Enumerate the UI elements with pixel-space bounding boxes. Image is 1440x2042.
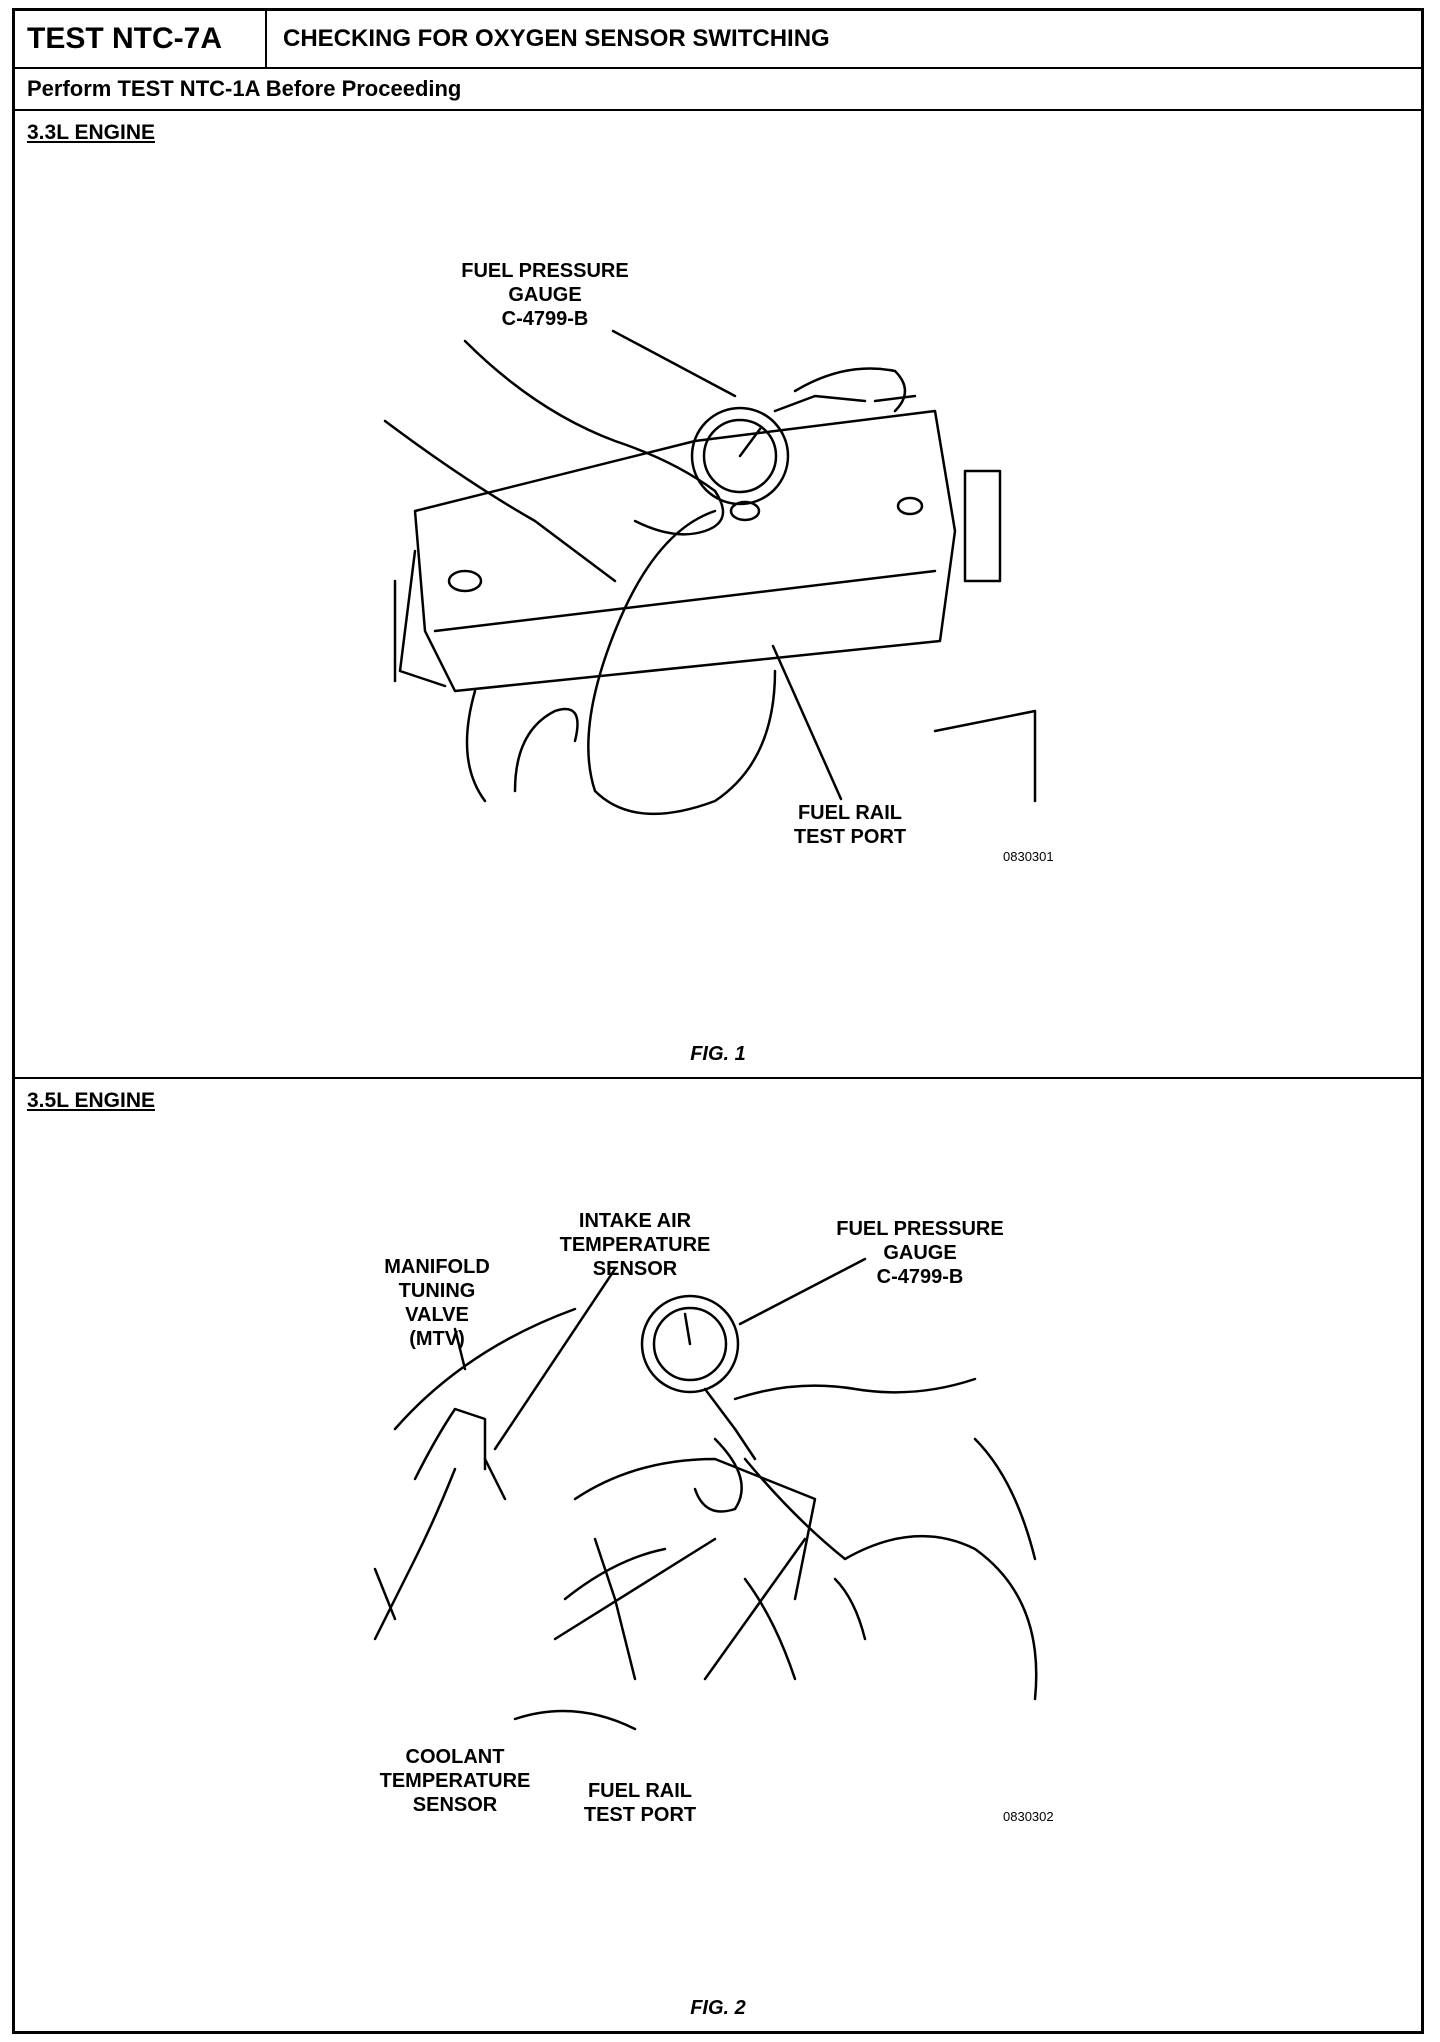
test-id: TEST NTC-7A — [15, 11, 267, 67]
engine-right-side — [973, 1437, 1037, 1561]
engine-3-5l-illustration — [373, 1257, 1038, 1731]
test-title: CHECKING FOR OXYGEN SENSOR SWITCHING — [283, 25, 830, 52]
engine-block-left — [465, 689, 487, 803]
test-port-leader-line — [771, 644, 843, 801]
figure-2-section: 3.5L ENGINE — [15, 1079, 1421, 2031]
gauge-leader-line-2 — [738, 1257, 867, 1326]
hand-right — [793, 367, 907, 413]
manifold-top-edge — [393, 1307, 577, 1431]
air-duct — [933, 709, 1037, 803]
throttle-body — [963, 469, 1002, 583]
gauge-face-2 — [652, 1306, 728, 1382]
figure-1-section: 3.3L ENGINE — [15, 111, 1421, 1079]
gauge-dial — [690, 406, 790, 506]
callout-intake-air-temperature-sensor: INTAKE AIR TEMPERATURE SENSOR — [559, 1210, 711, 1280]
gauge-face — [702, 418, 778, 494]
test-port-leader-line-2 — [703, 1537, 807, 1681]
manifold-lower — [563, 1547, 667, 1601]
header-row: TEST NTC-7A CHECKING FOR OXYGEN SENSOR S… — [15, 11, 1421, 69]
figure-code-2: 0830302 — [1003, 1809, 1054, 1824]
coolant-leader-line — [553, 1537, 717, 1641]
callout-fuel-pressure-gauge-2: FUEL PRESSURE GAUGE C-4799-B — [836, 1218, 1004, 1288]
gauge-needle — [738, 427, 762, 458]
section-label-3-5l: 3.5L ENGINE — [27, 1089, 155, 1112]
gauge-fitting — [773, 394, 867, 413]
fuel-rail-tube — [398, 549, 447, 688]
hand-2 — [693, 1437, 743, 1513]
figure-caption-2: FIG. 2 — [690, 1997, 746, 2019]
engine-knob — [513, 707, 579, 793]
mtv-leader-line — [453, 1327, 467, 1371]
callout-manifold-tuning-valve: MANIFOLD TUNING VALVE (MTV) — [384, 1256, 490, 1350]
gauge-valve — [873, 394, 917, 403]
plenum-edge — [433, 569, 937, 633]
harness-3 — [833, 1577, 867, 1641]
arm-left — [383, 419, 617, 583]
engine-lower — [513, 1709, 637, 1731]
engine-3-3l-illustration — [383, 329, 1037, 816]
left-bracket — [373, 1567, 397, 1621]
hand-left — [463, 339, 725, 536]
plenum-bolt-center — [729, 500, 761, 522]
intake-plenum — [413, 409, 957, 693]
iat-leader-line — [493, 1267, 617, 1451]
manifold-runner — [573, 1457, 817, 1601]
gauge-dial-2 — [640, 1294, 740, 1394]
callout-fuel-rail-test-port: FUEL RAIL TEST PORT — [793, 802, 907, 848]
gauge-stem — [703, 1387, 757, 1461]
mtv-valve — [413, 1407, 487, 1481]
iat-sensor — [483, 1457, 507, 1501]
plenum-bolt-left — [447, 569, 483, 593]
callout-fuel-rail-test-port-2: FUEL RAIL TEST PORT — [583, 1780, 697, 1826]
gauge-leader-line — [611, 329, 737, 398]
gauge-hose — [587, 509, 777, 816]
figure-code-1: 0830301 — [1003, 849, 1054, 864]
callout-coolant-temperature-sensor: COOLANT TEMPERATURE SENSOR — [379, 1746, 531, 1816]
test-procedure-sheet: TEST NTC-7A CHECKING FOR OXYGEN SENSOR S… — [12, 8, 1424, 2034]
connector-harness — [593, 1537, 637, 1681]
mtv-wire — [373, 1467, 457, 1641]
arm-right — [733, 1377, 977, 1401]
gauge-hose-2 — [743, 1457, 1038, 1701]
prerequisite-note: Perform TEST NTC-1A Before Proceeding — [15, 69, 1421, 111]
harness-2 — [743, 1577, 797, 1681]
figure-caption-1: FIG. 1 — [690, 1043, 746, 1065]
section-label-3-3l: 3.3L ENGINE — [27, 121, 155, 144]
plenum-bolt-right — [896, 496, 924, 516]
callout-fuel-pressure-gauge: FUEL PRESSURE GAUGE C-4799-B — [461, 260, 629, 330]
gauge-needle-2 — [683, 1312, 692, 1346]
